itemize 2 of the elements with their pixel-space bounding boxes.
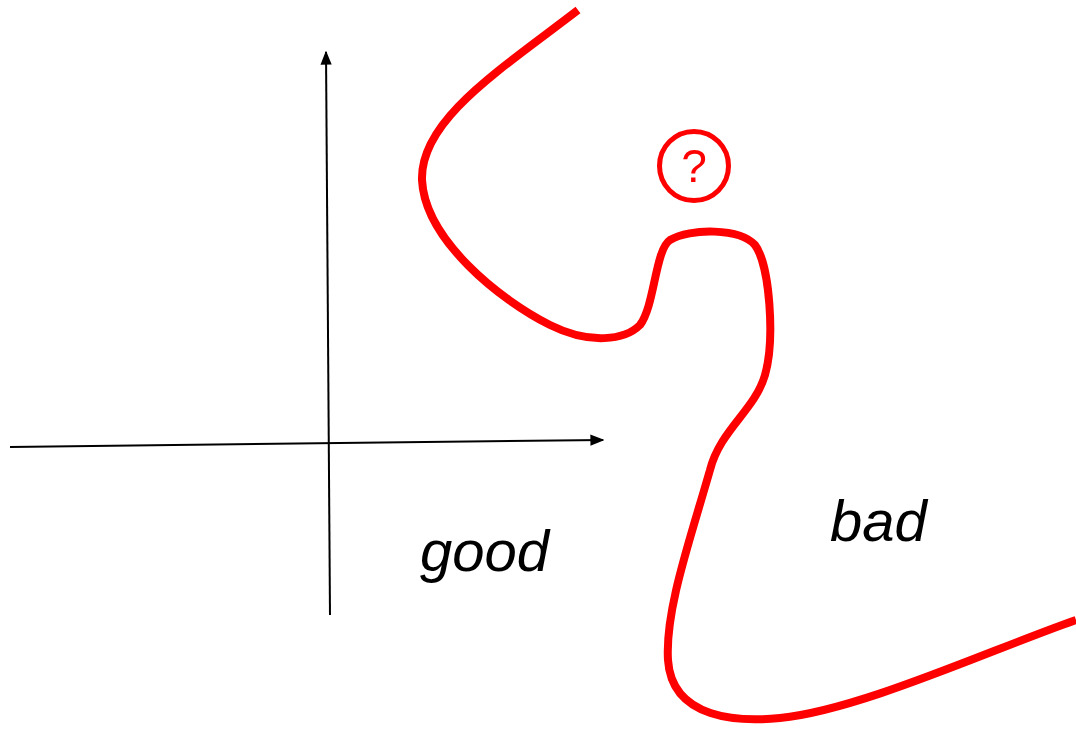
question-mark: ? (681, 143, 707, 189)
region-label: bad (830, 492, 927, 550)
